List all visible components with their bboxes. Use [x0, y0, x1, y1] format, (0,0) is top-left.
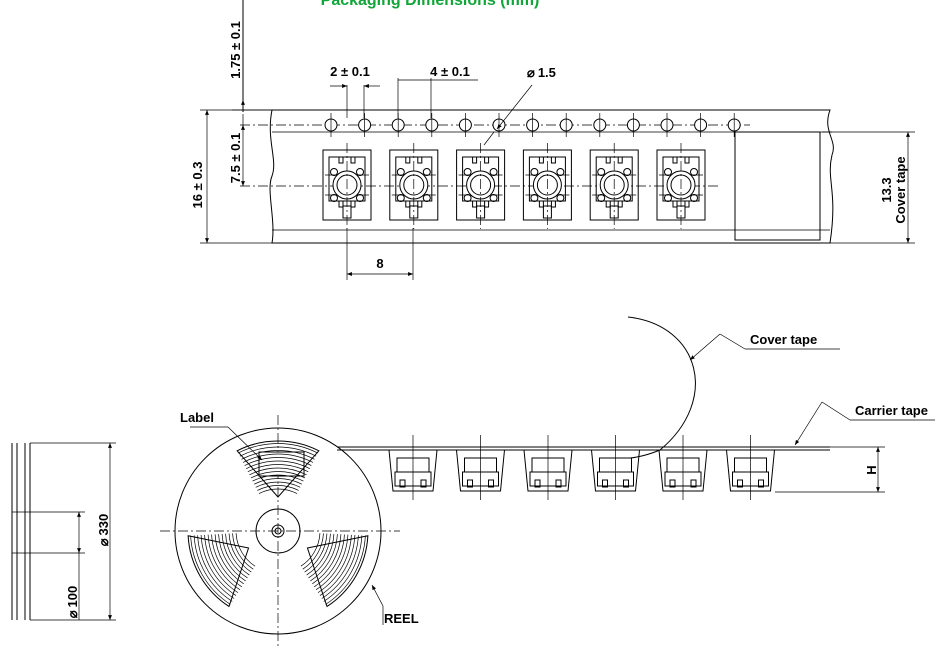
- reel-front-view: Label REEL: [160, 410, 419, 648]
- tape-side-view: Cover tape Carrier tape H: [337, 316, 935, 500]
- component-pocket: [389, 143, 439, 229]
- side-pocket: [456, 435, 505, 500]
- reel-window: [236, 440, 320, 498]
- component-pocket: [589, 143, 639, 229]
- dim-pocket-pitch: 8: [346, 228, 414, 280]
- reel-window: [300, 533, 369, 608]
- reel-side-view: ⌀330 ⌀100: [11, 442, 116, 621]
- dim-hole-edge: 1.75 ± 0.1: [228, 0, 272, 125]
- svg-text:REEL: REEL: [384, 611, 419, 626]
- reel-windows: [187, 440, 369, 608]
- dim-center-offset: 7.5 ± 0.1: [228, 125, 245, 186]
- svg-text:⌀330: ⌀330: [96, 514, 111, 547]
- side-pocket: [523, 435, 573, 500]
- svg-text:8: 8: [376, 256, 383, 271]
- component-pocket: [656, 143, 706, 229]
- svg-text:4 ± 0.1: 4 ± 0.1: [430, 64, 470, 79]
- component-pocket: [322, 143, 372, 229]
- svg-text:1.75 ± 0.1: 1.75 ± 0.1: [228, 21, 243, 79]
- sprocket-holes: [324, 113, 741, 137]
- diagram-title: Packaging Dimensions (mm): [321, 0, 540, 9]
- svg-text:13.3: 13.3: [879, 177, 894, 202]
- svg-text:⌀1.5: ⌀1.5: [527, 65, 556, 80]
- component-pocket: [456, 143, 506, 229]
- dim-cover-width: 13.3 Cover tape: [822, 131, 915, 244]
- svg-text:2 ± 0.1: 2 ± 0.1: [330, 64, 370, 79]
- side-pocket: [591, 435, 640, 500]
- svg-text:Cover tape: Cover tape: [893, 156, 908, 223]
- svg-text:7.5 ± 0.1: 7.5 ± 0.1: [228, 133, 243, 184]
- svg-text:16 ± 0.3: 16 ± 0.3: [190, 162, 205, 209]
- dim-hole-diameter: ⌀1.5: [483, 65, 556, 146]
- dim-hole-pitch: 4 ± 0.1: [397, 64, 478, 118]
- tape-top-view: [240, 109, 834, 244]
- reel-window: [187, 533, 256, 608]
- dim-hole-offset: 2 ± 0.1: [330, 64, 380, 118]
- side-pocket: [388, 435, 438, 500]
- svg-text:Label: Label: [180, 410, 214, 425]
- svg-text:Carrier tape: Carrier tape: [855, 403, 928, 418]
- svg-text:H: H: [864, 465, 879, 474]
- svg-text:⌀100: ⌀100: [65, 586, 80, 619]
- dim-tape-width: 16 ± 0.3: [190, 109, 272, 244]
- side-pocket: [726, 435, 775, 500]
- side-pockets: [388, 435, 775, 500]
- component-pocket: [522, 143, 572, 229]
- side-pocket: [658, 435, 708, 500]
- svg-text:Cover tape: Cover tape: [750, 332, 817, 347]
- component-pockets: [322, 143, 706, 229]
